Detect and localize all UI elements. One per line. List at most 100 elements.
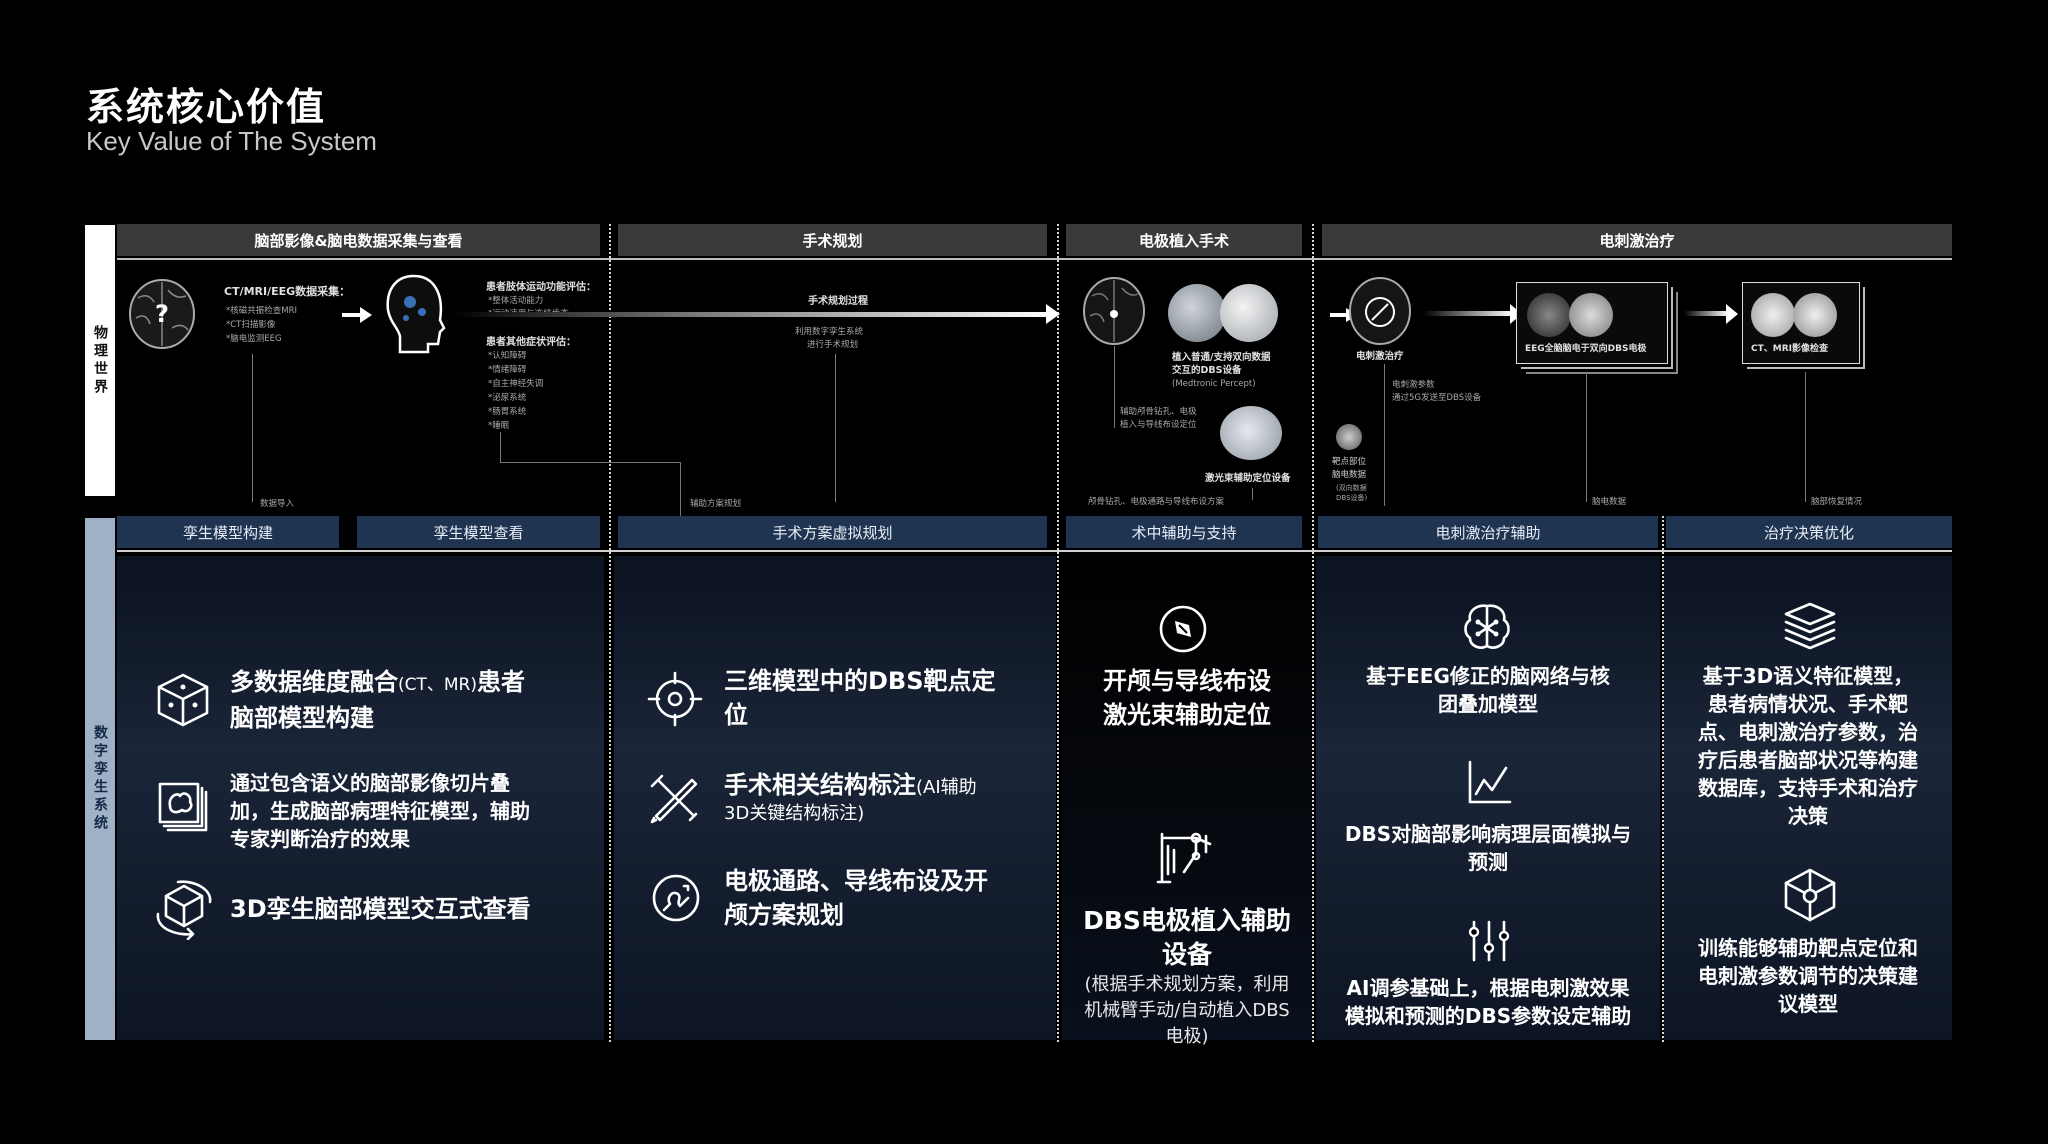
stim-params-2: 通过5G发送至DBS设备 (1392, 393, 1482, 403)
target-label-1: 靶点部位 (1332, 457, 1367, 467)
eeg-box: EEG全脑脑电于双向DBS电极 (1516, 282, 1668, 364)
implant-label-2: 交互的DBS设备 (1172, 365, 1242, 376)
card-robot-arm-sub-3: 电极) (1165, 1026, 1209, 1047)
separator-2 (1057, 224, 1059, 1042)
card-dbs-simulation-line-2: 预测 (1468, 850, 1508, 874)
subhead-virtual-plan: 手术方案虚拟规划 (618, 516, 1047, 548)
connector-assist (680, 462, 681, 516)
laser-device-image (1220, 406, 1282, 460)
card-dbs-simulation: DBS对脑部影响病理层面模拟与 预测 (1316, 820, 1660, 876)
stage-header-planning: 手术规划 (618, 224, 1047, 256)
eeg-device-image (1569, 293, 1613, 337)
collect-item-mri: *核磁共振检查MRI (226, 306, 297, 316)
card-robot-arm-sub: (根据手术规划方案，利用 机械臂手动/自动植入DBS 电极) (1062, 972, 1312, 1050)
arrow-to-ct (1684, 311, 1728, 316)
brain-slices-icon (158, 782, 208, 832)
card-path-planning-line-2: 颅方案规划 (724, 901, 844, 929)
stage-header-implant: 电极植入手术 (1066, 224, 1302, 256)
card-path-planning-line-1: 电极通路、导线布设及开 (724, 867, 988, 895)
plan-desc-2: 进行手术规划 (807, 340, 859, 350)
connector-symptom-h (500, 462, 680, 463)
card-annotation-text: 手术相关结构标注 (724, 771, 916, 799)
arrow-right-icon (342, 307, 372, 323)
card-dbs-target: 三维模型中的DBS靶点定 位 (724, 664, 996, 732)
implant-label-1: 植入普通/支持双向数据 (1172, 352, 1271, 363)
card-annotation-small2: 3D关键结构标注) (724, 803, 865, 824)
card-annotation-small: (AI辅助 (916, 777, 977, 798)
card-multi-data-fusion-text3: 脑部模型构建 (230, 704, 374, 732)
panel-decision (1664, 556, 1952, 1040)
digital-twin-label: 数字孪生系统 (85, 518, 115, 1040)
card-database-line-2: 患者病情状况、手术靶 (1708, 692, 1908, 716)
connector-symptom (500, 432, 501, 462)
assist-locate-2: 植入与导线布设定位 (1120, 420, 1197, 430)
connector-stim (1384, 364, 1385, 506)
stim-params-1: 电刺激参数 (1392, 380, 1435, 390)
ct-scanner-image (1751, 293, 1795, 337)
card-robot-arm: DBS电极植入辅助 设备 (1062, 904, 1312, 972)
stim-label: 电刺激治疗 (1356, 351, 1404, 362)
panel-plan (614, 556, 1056, 1040)
card-annotation: 手术相关结构标注(AI辅助 3D关键结构标注) (724, 770, 977, 825)
card-brain-slices-line-2: 加，生成脑部病理特征模型，辅助 (230, 799, 530, 823)
plan-process-label: 手术规划过程 (808, 296, 868, 307)
card-ai-param-line-2: 模拟和预测的DBS参数设定辅助 (1344, 1004, 1632, 1028)
head-profile-icon (386, 274, 446, 354)
card-multi-data-fusion-text: 多数据维度融合 (230, 668, 398, 696)
process-arrow-head (1046, 304, 1060, 324)
card-database-line-6: 决策 (1788, 804, 1828, 828)
symptom-item-3: *自主神经失调 (488, 379, 544, 389)
brain-network-icon (1464, 604, 1510, 649)
card-decision-model-line-1: 训练能够辅助靶点定位和 (1698, 936, 1918, 960)
card-database-line-5: 数据库，支持手术和治疗 (1698, 776, 1918, 800)
collect-title: CT/MRI/EEG数据采集： (224, 285, 351, 298)
layers-icon (1784, 602, 1836, 650)
network-cube-icon (1784, 868, 1836, 922)
subhead-model-view: 孪生模型查看 (357, 516, 600, 548)
ct-box: CT、MRI影像检查 (1742, 282, 1860, 364)
card-3d-interactive: 3D孪生脑部模型交互式查看 (230, 895, 531, 923)
target-sub-1: (双向数据 (1336, 484, 1367, 492)
card-decision-model-line-3: 议模型 (1778, 992, 1838, 1016)
card-path-planning: 电极通路、导线布设及开 颅方案规划 (724, 864, 988, 932)
card-multi-data-fusion-text2: 患者 (477, 668, 525, 696)
implant-sub: (Medtronic Percept) (1172, 379, 1256, 389)
bottom-path-label: 颅骨钻孔、电极通路与导线布设方案 (1088, 497, 1225, 507)
card-brain-slices: 通过包含语义的脑部影像切片叠 加，生成脑部病理特征模型，辅助 专家判断治疗的效果 (230, 769, 530, 853)
symptom-item-4: *泌尿系统 (488, 393, 527, 403)
symptom-title: 患者其他症状评估： (486, 337, 576, 348)
card-multi-data-fusion: 多数据维度融合(CT、MR)患者 脑部模型构建 (230, 666, 525, 735)
card-database: 基于3D语义特征模型， 患者病情状况、手术靶 点、电刺激治疗参数，治 疗后患者脑… (1664, 662, 1952, 830)
card-eeg-network-line-1: 基于EEG修正的脑网络与核 (1366, 664, 1610, 688)
chart-icon (1468, 760, 1512, 804)
connector-implant (1114, 346, 1115, 428)
tools-icon (650, 774, 698, 824)
card-laser-locate: 开颅与导线布设 激光束辅助定位 (1062, 664, 1312, 732)
target-icon (647, 671, 703, 727)
card-brain-slices-line-1: 通过包含语义的脑部影像切片叠 (230, 771, 510, 795)
mri-scanner-image (1793, 293, 1837, 337)
card-brain-slices-line-3: 专家判断治疗的效果 (230, 827, 410, 851)
card-database-line-4: 疗后患者脑部状况等构建 (1698, 748, 1918, 772)
connector-laser (1252, 488, 1253, 500)
physical-world-label: 物理世界 (85, 225, 115, 496)
eval-title: 患者肢体运动功能评估： (486, 282, 596, 293)
eeg-label: EEG全脑脑电于双向DBS电极 (1525, 344, 1647, 354)
eval-item-1: *整体活动能力 (488, 296, 544, 306)
arrow-to-eeg (1423, 311, 1513, 316)
separator-4 (1662, 516, 1664, 1042)
connector-plan (835, 354, 836, 502)
stage-header-imaging: 脑部影像&脑电数据采集与查看 (117, 224, 600, 256)
svg-text:?: ? (155, 300, 169, 328)
brain-state-label: 脑部恢复情况 (1811, 497, 1863, 507)
card-robot-arm-line-1: DBS电极植入辅助 (1083, 906, 1291, 935)
dbs-device-image-2 (1220, 284, 1278, 342)
card-ai-param: AI调参基础上，根据电刺激效果 模拟和预测的DBS参数设定辅助 (1316, 974, 1660, 1030)
sliders-icon (1468, 920, 1510, 962)
connector-import (252, 354, 253, 502)
panel-intraop (1062, 556, 1312, 1040)
process-arrow (450, 312, 1050, 317)
brain-question-icon: ? (129, 279, 195, 349)
card-dbs-target-line-1: 三维模型中的DBS靶点定 (724, 667, 996, 695)
card-multi-data-fusion-small: (CT、MR) (398, 675, 477, 695)
